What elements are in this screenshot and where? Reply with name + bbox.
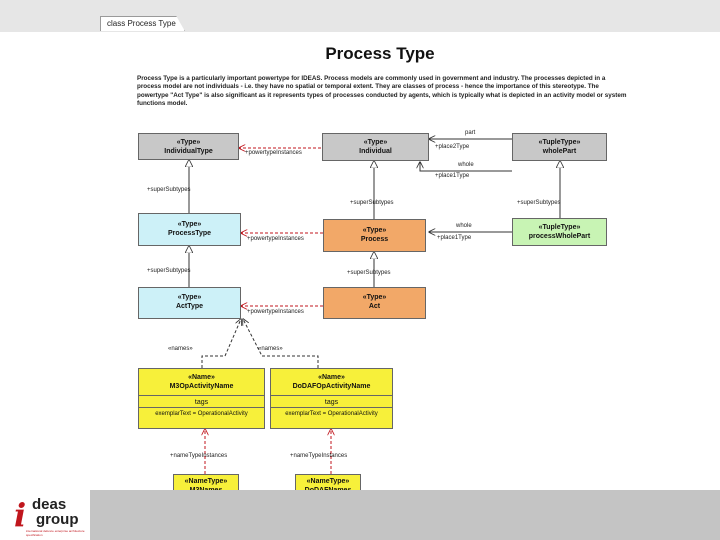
label-powertype-2: +powertypeInstances: [247, 236, 304, 242]
dodafopactivityname-box[interactable]: «Name» DoDAFOpActivityName tags exemplarT…: [270, 368, 393, 429]
box-stereotype: «Type»: [176, 139, 201, 146]
box-tags-heading: tags: [139, 395, 264, 407]
description-text: Process Type is a particularly important…: [137, 75, 627, 108]
box-tag-value: exemplarText = OperationalActivity: [139, 407, 264, 419]
box-stereotype: «Name»: [318, 374, 345, 381]
top-bar: class Process Type: [0, 0, 720, 32]
processwholepart-box[interactable]: «TupleType» processWholePart: [512, 218, 607, 246]
individual-box[interactable]: «Type» Individual: [322, 133, 429, 161]
label-whole-b: whole: [456, 223, 472, 229]
label-whole-a: whole: [458, 162, 474, 168]
processtype-box[interactable]: «Type» ProcessType: [138, 213, 241, 246]
box-name: wholePart: [542, 148, 577, 155]
label-nametypeinstances-2: +nameTypeInstances: [290, 453, 348, 459]
label-place1type-a: +place1Type: [435, 173, 470, 179]
page-title: Process Type: [325, 44, 435, 63]
logo-initial: i: [14, 496, 27, 534]
act-box[interactable]: «Type» Act: [323, 287, 426, 319]
individualtype-box[interactable]: «Type» IndividualType: [138, 133, 239, 160]
box-name: M3OpActivityName: [169, 383, 234, 390]
wholepart-box[interactable]: «TupleType» wholePart: [512, 133, 607, 161]
acttype-box[interactable]: «Type» ActType: [138, 287, 241, 319]
label-nametypeinstances-1: +nameTypeInstances: [170, 453, 228, 459]
logo-tagline: international defence enterprise archite…: [26, 529, 85, 537]
label-names-2: «names»: [258, 346, 283, 352]
footer-bar: [0, 490, 720, 540]
ideas-group-logo: i deas group international defence enter…: [0, 490, 90, 540]
label-place1type-b: +place1Type: [437, 235, 472, 241]
box-name: Process: [360, 236, 389, 243]
logo-word-ideas: deas: [32, 496, 67, 513]
box-tags-heading: tags: [271, 395, 392, 407]
box-stereotype: «Name»: [188, 374, 215, 381]
box-stereotype: «Type»: [177, 221, 202, 228]
label-supersubtypes-1: +superSubtypes: [147, 187, 191, 193]
box-stereotype: «NameType»: [184, 478, 228, 485]
box-stereotype: «TupleType»: [538, 224, 581, 231]
box-name: DoDAFOpActivityName: [292, 383, 371, 390]
label-place2type: +place2Type: [435, 144, 470, 150]
label-supersubtypes-3: +superSubtypes: [350, 200, 394, 206]
names-dep-2: [243, 319, 319, 368]
box-tag-value: exemplarText = OperationalActivity: [271, 407, 392, 419]
process-box[interactable]: «Type» Process: [323, 219, 426, 252]
box-name: IndividualType: [164, 148, 213, 155]
box-stereotype: «Type»: [362, 294, 387, 301]
box-name: Act: [368, 303, 381, 310]
label-powertype-3: +powertypeInstances: [247, 309, 304, 315]
box-stereotype: «NameType»: [306, 478, 350, 485]
label-supersubtypes-4: +superSubtypes: [347, 270, 391, 276]
label-supersubtypes-5: +superSubtypes: [517, 200, 561, 206]
box-name: processWholePart: [528, 233, 591, 240]
names-dep-1: [201, 319, 241, 368]
label-names-1: «names»: [168, 346, 193, 352]
box-stereotype: «Type»: [362, 227, 387, 234]
logo-word-group: group: [36, 511, 79, 528]
box-name: ActType: [175, 303, 204, 310]
label-powertype-1: +powertypeInstances: [245, 150, 302, 156]
box-name: ProcessType: [167, 230, 212, 237]
label-part: part: [465, 130, 476, 136]
box-stereotype: «Type»: [363, 139, 388, 146]
label-supersubtypes-2: +superSubtypes: [147, 268, 191, 274]
m3opactivityname-box[interactable]: «Name» M3OpActivityName tags exemplarText…: [138, 368, 265, 429]
box-name: Individual: [359, 148, 392, 155]
box-stereotype: «TupleType»: [538, 139, 581, 146]
box-stereotype: «Type»: [177, 294, 202, 301]
assoc-whole-a-link: [420, 162, 429, 172]
